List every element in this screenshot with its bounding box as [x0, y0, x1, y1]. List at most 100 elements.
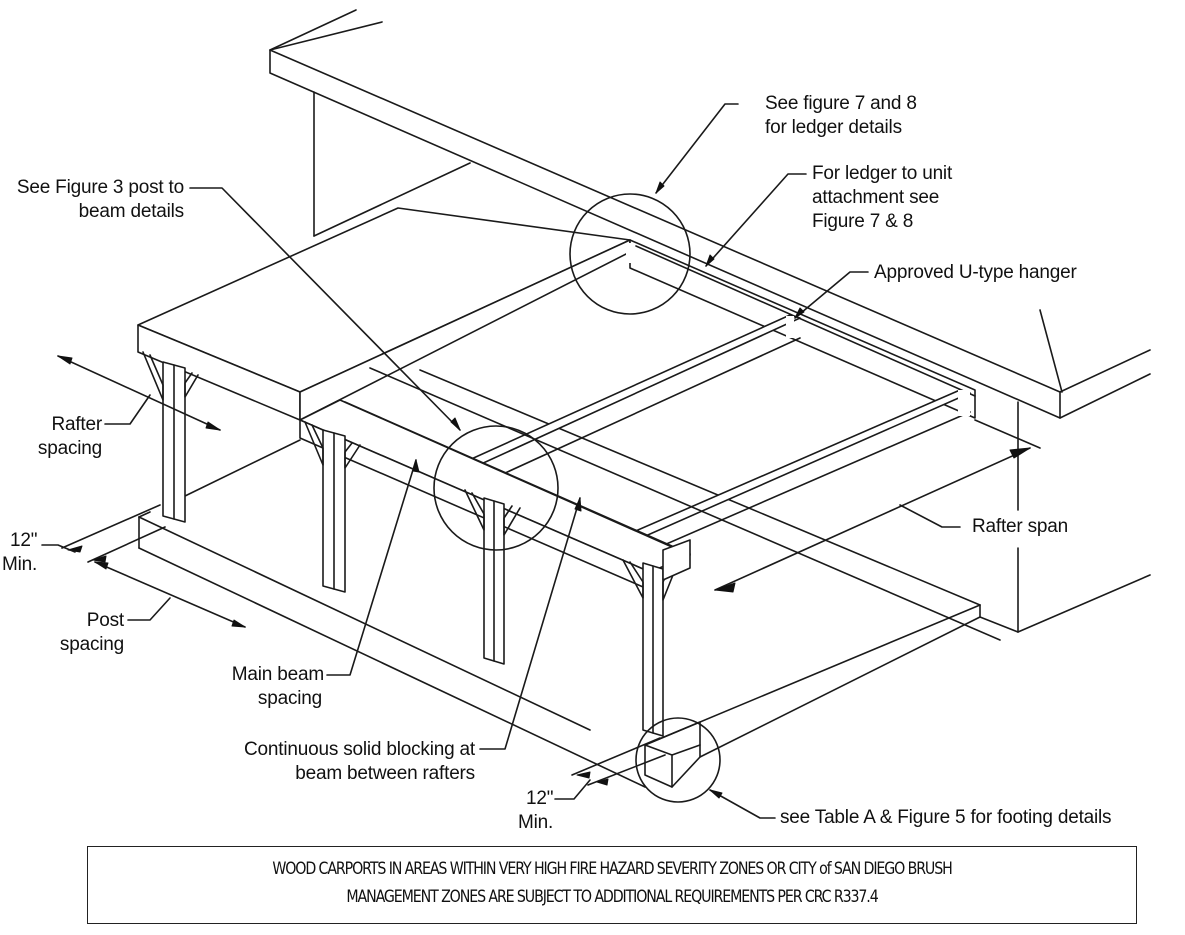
- footing-top: [671, 744, 701, 756]
- callout-rafter-spacing: Rafter spacing: [30, 413, 102, 461]
- knee-brace: [464, 489, 485, 531]
- arrowhead: [709, 789, 723, 799]
- slab-back: [419, 369, 981, 606]
- dim-ext: [974, 419, 1041, 449]
- callout-text: Main beam: [231, 664, 324, 685]
- callout-footing: see Table A & Figure 5 for footing detai…: [780, 806, 1112, 830]
- callout-text: 12": [526, 788, 554, 809]
- blocking-line: [344, 401, 691, 555]
- dimensions: [57, 355, 1041, 786]
- callout-text: For ledger to unit: [812, 163, 953, 184]
- callout-text: beam details: [78, 201, 185, 222]
- callout-ledger-attachment: For ledger to unit attachment see Figure…: [812, 162, 952, 234]
- beam-end: [662, 539, 691, 581]
- arrowhead: [67, 545, 83, 553]
- callout-post-to-beam: See Figure 3 post to beam details: [14, 176, 184, 224]
- slab-front: [644, 604, 981, 746]
- arrowhead: [574, 497, 582, 512]
- arrowhead: [92, 555, 107, 563]
- leader-post-spacing: [127, 597, 171, 621]
- callout-text: See Figure 3 post to: [16, 177, 184, 198]
- knee-brace: [142, 351, 164, 401]
- callout-text: Post: [86, 610, 124, 631]
- u-hanger: [786, 316, 794, 338]
- callout-text: attachment see: [812, 187, 940, 208]
- rafter-edge: [624, 411, 971, 563]
- arrowhead: [655, 181, 665, 194]
- footing-top: [644, 721, 701, 788]
- callout-text: Continuous solid blocking at: [244, 739, 475, 760]
- callout-min-bottom: 12" Min.: [518, 787, 553, 835]
- callout-post-spacing: Post spacing: [50, 609, 124, 657]
- callout-text: spacing: [59, 634, 124, 655]
- callout-text: Rafter span: [972, 516, 1069, 537]
- dim-line-post-spacing: [94, 561, 246, 628]
- callout-text: beam between rafters: [295, 763, 475, 784]
- dim-line-min-left: [61, 504, 161, 549]
- u-hanger: [958, 390, 970, 416]
- callout-text: 12": [10, 530, 38, 551]
- notice-line-1: WOOD CARPORTS IN AREAS WITHIN VERY HIGH …: [272, 859, 952, 878]
- roof-framing: [137, 207, 1001, 641]
- arrowhead: [57, 355, 73, 365]
- detail-circle-ledger: [569, 193, 691, 315]
- callout-text: see Table A & Figure 5 for footing detai…: [780, 807, 1112, 828]
- beam-back-edge: [369, 367, 1001, 641]
- house-eave-slope: [1039, 309, 1063, 393]
- dim-line-rafter-span: [714, 447, 1031, 591]
- dim-line-min-bottom: [571, 737, 661, 776]
- callout-text: Rafter: [51, 414, 102, 435]
- callout-main-beam-spacing: Main beam spacing: [220, 663, 324, 711]
- arrowhead: [94, 561, 109, 570]
- callout-min-left: 12" Min.: [2, 529, 37, 577]
- leader-post-beam: [189, 187, 461, 431]
- dim-line-min-left: [87, 526, 166, 563]
- slab-edge: [138, 511, 151, 518]
- leader-ledger-attachment: [705, 173, 807, 267]
- detail-circle-post-beam: [433, 425, 559, 551]
- leader-footing: [709, 789, 776, 819]
- dim-line-min-bottom: [587, 754, 666, 786]
- ledger-line: [635, 245, 976, 397]
- leader-main-beam: [326, 459, 417, 676]
- leader-rafter-span: [899, 504, 961, 528]
- house-fascia-edge: [1059, 373, 1151, 419]
- house-roof-line: [269, 21, 383, 51]
- callout-rafter-span: Rafter span: [972, 515, 1068, 539]
- posts: [142, 351, 691, 737]
- callout-text: Figure 7 & 8: [812, 211, 914, 232]
- leader-min-left: [41, 544, 76, 553]
- house-fascia-edge: [1059, 349, 1151, 393]
- callout-blocking: Continuous solid blocking at beam betwee…: [220, 738, 475, 786]
- slab: [138, 369, 1019, 788]
- arrowhead: [412, 459, 420, 473]
- callout-u-hanger: Approved U-type hanger: [874, 261, 1077, 285]
- callout-text: spacing: [257, 688, 322, 709]
- arrowhead: [205, 421, 221, 431]
- callout-text: Approved U-type hanger: [874, 262, 1077, 283]
- callout-text: spacing: [37, 438, 102, 459]
- leader-hanger: [794, 271, 869, 319]
- callout-text: Min.: [518, 812, 554, 833]
- leader-rafter-spacing: [104, 394, 151, 425]
- notice-line-2: MANAGEMENT ZONES ARE SUBJECT TO ADDITION…: [346, 887, 878, 906]
- u-hanger: [626, 243, 632, 263]
- rafter-edge: [467, 337, 801, 491]
- slab-back: [979, 616, 1019, 633]
- arrowhead: [705, 254, 715, 267]
- rafter: [614, 389, 971, 546]
- main-beam-side: [299, 419, 651, 591]
- knee-brace: [184, 372, 199, 398]
- house-structure: [269, 9, 1151, 633]
- arrowhead: [450, 417, 461, 431]
- detail-circle-footing: [635, 717, 721, 803]
- house-roof-line: [269, 9, 357, 51]
- callout-ledger-details: See figure 7 and 8 for ledger details: [765, 92, 917, 140]
- slab-edge: [138, 516, 591, 731]
- footing-block: [644, 744, 673, 788]
- rafter: [457, 314, 801, 471]
- arrowhead: [576, 771, 591, 779]
- arrowhead: [1009, 447, 1031, 459]
- slab-edge: [138, 547, 646, 788]
